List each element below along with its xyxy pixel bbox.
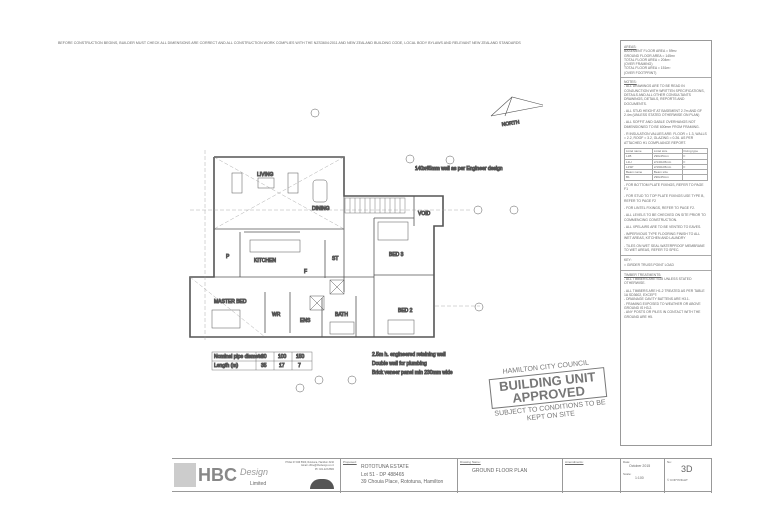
date-value: October 2015 xyxy=(629,464,651,468)
note: - ALL STUD HEIGHT AT BASEMENT 2.7m AND G… xyxy=(624,108,703,118)
note: - TILES ON WET SEAL WATERPROOF MEMBRANE … xyxy=(624,243,705,252)
areas-title: AREAS: xyxy=(624,45,637,49)
fridge-label: F xyxy=(304,269,307,275)
note: - FOR BOTTOM PLATE FIXINGS, REFER TO PAG… xyxy=(624,182,704,192)
logo-squares-icon xyxy=(174,463,196,487)
annotation-brick: Brick veneer panel min 230mm wide xyxy=(372,370,453,376)
room-dining: DINING xyxy=(312,206,330,212)
note: - ALL LEVELS TO BE CHECKED ON SITE PRIOR… xyxy=(624,213,706,222)
drawing-name-cell: Drawing Name: GROUND FLOOR PLAN xyxy=(457,459,559,493)
note: - ANY POSTS OR PILES IN CONTACT WITH THE… xyxy=(624,310,701,319)
note: - DRAINAGE CAVITY BATTENS ARE H3.1. xyxy=(624,297,690,302)
drawing-label: Drawing Name: xyxy=(460,460,481,464)
note: - ALL TIMBERS ARE H1.2 TREATED AS PER TA… xyxy=(624,288,705,298)
note: - IMPERVIOUS TYPE FLOORING FINISH TO ALL… xyxy=(624,232,700,241)
room-store: ST xyxy=(332,256,338,262)
company-suffix: Limited xyxy=(250,481,267,487)
council-approval-stamp: HAMILTON CITY COUNCIL BUILDING UNIT APPR… xyxy=(484,358,614,439)
room-bed3: BED 3 xyxy=(389,252,404,258)
scale-label: Scale: xyxy=(623,472,632,477)
north-label: NORTH xyxy=(501,120,520,128)
site-address: 39 Chouia Place, Rototuna, Hamilton xyxy=(361,479,444,485)
contact-line: Email: office@hbcdesign.co.nz xyxy=(301,464,334,468)
amendments-label: Amendments: xyxy=(565,460,584,464)
pipe-table-cell: 35 xyxy=(261,363,267,369)
area-row: GROUND FLOOR AREA = 145m² xyxy=(624,53,675,58)
pipe-table-cell: 100 xyxy=(278,354,287,360)
area-row: TOTAL FLOOR AREA = 204m² xyxy=(624,57,671,62)
room-void: VOID xyxy=(418,211,431,217)
company-contact: Ph/fax 07-849 5600, Rototuna, Hamilton 3… xyxy=(272,461,334,471)
note: - FOR LINTEL FIXINGS, REFER TO PAGE F2. xyxy=(624,205,695,210)
key-item: = GIRDER TRUSS POINT LOAD xyxy=(624,262,674,267)
date-label: Date: xyxy=(623,460,631,464)
lot-number: Lot 51 - DP 488465 xyxy=(361,471,405,478)
contact-line: Ph/fax 07-849 5600, Rototuna, Hamilton 3… xyxy=(285,461,334,464)
area-row: (OVER FOOTPRINT) xyxy=(624,70,657,75)
note: - R INSULATION VALUES ARE: FLOOR = 1.3, … xyxy=(624,132,707,145)
dimension-lines xyxy=(189,150,480,340)
note: - ALL XPELAIRS ARE TO BE VENTED TO EAVES… xyxy=(624,224,702,229)
room-kitchen: KITCHEN xyxy=(254,258,276,264)
grid-markers xyxy=(295,108,519,393)
note: - FRAMING EXPOSED TO WEATHER OR ABOVE GR… xyxy=(624,301,701,310)
note: - ALL TIMBERS ARE SG8 UNLESS STATED OTHE… xyxy=(624,277,692,286)
company-logo: HBC Design Limited Ph/fax 07-849 5600, R… xyxy=(172,459,337,493)
pipe-table-cell: Length (m) xyxy=(214,363,239,369)
stairs xyxy=(344,197,406,214)
timber-title: TIMBER TREATMENTS: xyxy=(624,272,662,277)
no-label: No: xyxy=(667,460,672,464)
company-name: HBC xyxy=(198,465,237,485)
amendments-cell: Amendments: xyxy=(562,459,620,493)
notes-panel: AREAS: BASEMENT FLOOR AREA = 59m² GROUND… xyxy=(620,40,712,446)
area-row: (OVER FRAMING) xyxy=(624,62,653,67)
construction-note: BEFORE CONSTRUCTION BEGINS, BUILDER MUST… xyxy=(58,41,521,45)
project-name: ROTOTUNA ESTATE xyxy=(361,464,409,470)
pipe-spacing-table xyxy=(211,351,313,371)
room-walk-in-robe: WR xyxy=(272,312,281,318)
date-scale-cell: Date: October 2015 Scale: 1:100 xyxy=(620,459,664,493)
area-row: TOTAL FLOOR AREA = 151m² xyxy=(624,66,671,71)
pipe-table-cell: 17 xyxy=(279,363,285,369)
annotation-double-wall: Double wall for plumbing xyxy=(372,361,427,367)
note: - ALL SOFFIT AND GABLE OVERHANGS NOT DIM… xyxy=(624,120,700,129)
pipe-table-cell: 150 xyxy=(296,354,305,360)
drawing-name: GROUND FLOOR PLAN xyxy=(472,468,528,474)
contact-line: Ph: 021-223-8884 xyxy=(314,467,334,471)
company-sub: Design xyxy=(240,467,269,477)
annotation-retaining: 2.5m h. engineered retaining wall xyxy=(372,352,446,358)
key-title: KEY: xyxy=(624,258,632,263)
furniture xyxy=(211,172,415,335)
pantry-label: P xyxy=(226,254,230,260)
area-row: BASEMENT FLOOR AREA = 59m² xyxy=(624,49,677,54)
annotation-wall: 140x45mm wall as per Engineer design xyxy=(415,166,503,172)
north-arrow-icon xyxy=(490,96,544,117)
notes-title: NOTES: xyxy=(624,80,637,85)
pipe-table-cell: 7 xyxy=(298,363,301,369)
palm-island-icon xyxy=(310,479,334,489)
interior-walls xyxy=(214,196,434,337)
note: - ALL DRAWINGS ARE TO BE READ IN CONJUNC… xyxy=(624,84,705,106)
title-block: HBC Design Limited Ph/fax 07-849 5600, R… xyxy=(172,458,712,493)
note: - FOR STUD TO TOP PLATE FIXINGS USE TYPE… xyxy=(624,194,705,203)
pipe-table-header: Nominal pipe diameter xyxy=(214,354,264,360)
sheet-number: 3D xyxy=(681,464,693,474)
room-ensuite: ENS xyxy=(300,318,311,324)
copyright: © COPYRIGHT xyxy=(667,478,688,482)
walls xyxy=(189,156,444,338)
room-living: LIVING xyxy=(257,172,274,178)
sheet-number-cell: No: 3D © COPYRIGHT xyxy=(664,459,712,493)
pipe-table-cell: 80 xyxy=(261,354,267,360)
room-bath: BATH xyxy=(335,312,348,318)
proposed-label: Proposed: xyxy=(343,460,357,464)
room-bed2: BED 2 xyxy=(398,308,413,314)
room-master-bed: MASTER BED xyxy=(214,299,247,305)
scale-value: 1:100 xyxy=(635,476,644,481)
project-cell: Proposed: ROTOTUNA ESTATE Lot 51 - DP 48… xyxy=(340,459,455,493)
